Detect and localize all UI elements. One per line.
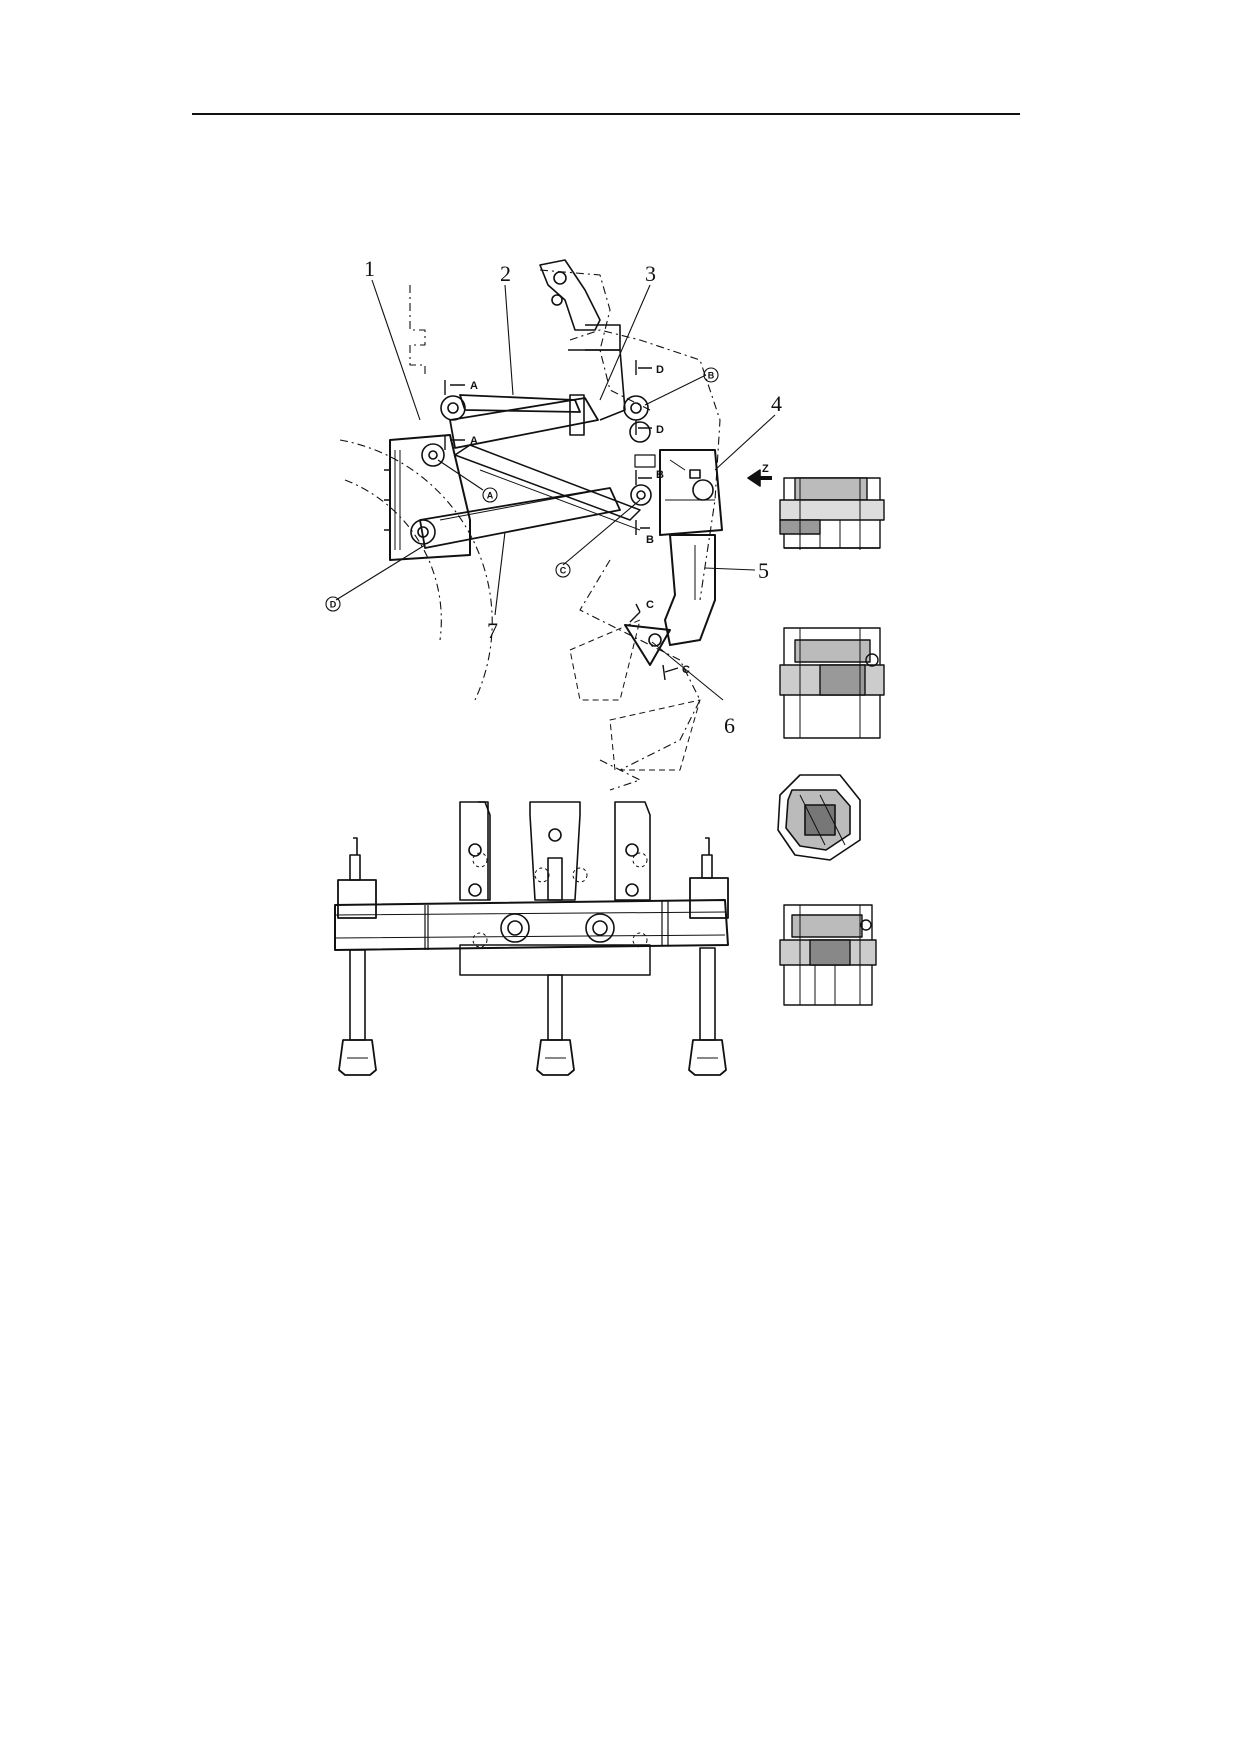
circled-label-d: D <box>325 596 341 612</box>
section-detail-c <box>777 774 861 861</box>
section-detail-b <box>779 627 885 739</box>
callout-6: 6 <box>724 713 735 738</box>
section-label-d-upper: D <box>656 364 664 376</box>
section-detail-a <box>779 477 885 550</box>
section-label-a-lower: A <box>470 435 478 447</box>
callout-2: 2 <box>500 261 511 286</box>
circled-label-c: C <box>555 562 571 578</box>
callout-1: 1 <box>364 256 375 281</box>
svg-text:C: C <box>560 566 567 576</box>
svg-text:B: B <box>708 371 715 381</box>
callout-3: 3 <box>645 261 656 286</box>
callout-5: 5 <box>758 558 769 583</box>
circled-label-b: B <box>703 367 719 383</box>
circled-label-a: A <box>482 487 498 503</box>
rear-view <box>334 801 729 1076</box>
section-markers <box>444 360 679 681</box>
section-detail-d <box>779 904 877 1006</box>
section-label-c-lower: C <box>682 664 690 676</box>
header-rule <box>192 113 1020 115</box>
side-view <box>339 259 723 791</box>
svg-text:A: A <box>487 491 494 501</box>
leader-lines <box>335 279 776 701</box>
section-label-d-lower: D <box>656 424 664 436</box>
section-label-c-upper: C <box>646 599 654 611</box>
section-label-b-lower: B <box>646 534 654 546</box>
view-z-arrow <box>747 469 761 487</box>
view-label-z: Z <box>762 463 769 475</box>
callout-7: 7 <box>487 618 498 643</box>
callout-4: 4 <box>771 391 782 416</box>
section-label-b-upper: B <box>656 469 664 481</box>
section-label-a-upper: A <box>470 380 478 392</box>
svg-text:D: D <box>330 600 337 610</box>
